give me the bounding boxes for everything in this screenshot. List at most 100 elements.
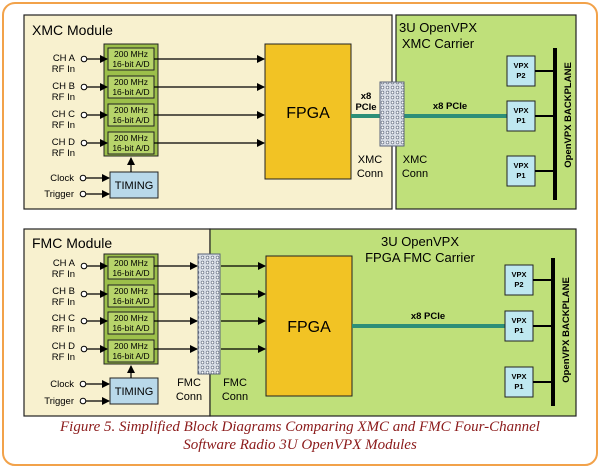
fmc-ch-c-name: CH C <box>52 313 75 324</box>
fmc-conn-right-2: Conn <box>222 391 248 403</box>
fmc-adc-d-line1: 200 MHz <box>114 341 148 351</box>
xmc-conn-right-1: XMC <box>403 154 428 166</box>
xmc-ch-b-name: CH B <box>52 81 75 92</box>
fmc-adc-d <box>107 339 155 363</box>
fmc-ch-a-name: CH A <box>53 258 76 269</box>
fmc-conn-left-1: FMC <box>177 377 201 389</box>
xmc-fpga-label: FPGA <box>286 105 330 122</box>
fmc-ch-b-name: CH B <box>52 286 75 297</box>
xmc-vpx-p1-box <box>506 100 536 132</box>
xmc-ch-d-sub: RF In <box>52 148 75 159</box>
figure-caption: Figure 5. Simplified Block Diagrams Comp… <box>0 418 600 454</box>
fmc-trigger-input-icon <box>79 397 87 405</box>
xmc-vpx-p1b-label: P1 <box>516 171 525 180</box>
xmc-ch-c-input-icon <box>80 111 88 119</box>
fmc-ch-d-input-icon <box>80 345 88 353</box>
fmc-adc-b-line1: 200 MHz <box>114 286 148 296</box>
xmc-pcie-label-left: PCIe <box>355 102 376 113</box>
fmc-vpx-p1-label: P1 <box>514 326 523 335</box>
fmc-adc-a-line2: 16-bit A/D <box>112 268 149 278</box>
xmc-conn-left-1: XMC <box>358 154 383 166</box>
fmc-pcie-label: x8 PCIe <box>411 311 445 322</box>
xmc-vpx-p2-top: VPX <box>513 61 528 70</box>
fmc-diagram: FMC Module 3U OpenVPX FPGA FMC Carrier C… <box>23 228 577 417</box>
fmc-adc-b-line2: 16-bit A/D <box>112 296 149 306</box>
xmc-ch-d-name: CH D <box>52 137 75 148</box>
fmc-adc-c <box>107 311 155 335</box>
xmc-vpx-p2-label: P2 <box>516 71 525 80</box>
xmc-ch-c-name: CH C <box>52 109 75 120</box>
fmc-ch-b-input-icon <box>80 290 88 298</box>
fmc-ch-b-sub: RF In <box>52 297 75 308</box>
xmc-ch-d-input-icon <box>80 139 88 147</box>
fmc-ch-d-name: CH D <box>52 341 75 352</box>
xmc-diagram: XMC Module 3U OpenVPX XMC Carrier CH A R… <box>23 14 577 210</box>
fmc-carrier-title-1: 3U OpenVPX <box>381 234 459 249</box>
xmc-carrier-title-2: XMC Carrier <box>402 36 475 51</box>
fmc-fpga-box <box>265 255 353 397</box>
fmc-timing-label: TIMING <box>115 386 154 398</box>
xmc-conn-left-2: Conn <box>357 168 383 180</box>
fmc-clock-label: Clock <box>50 379 74 390</box>
fmc-vpx-p1-top: VPX <box>511 316 526 325</box>
xmc-adc-a-line1: 200 MHz <box>114 49 148 59</box>
xmc-vpx-p1-label: P1 <box>516 116 525 125</box>
xmc-pcie-x8: x8 <box>361 91 372 102</box>
fmc-adc-c-line1: 200 MHz <box>114 313 148 323</box>
fmc-vpx-p1b-box <box>504 366 534 398</box>
xmc-adc-b-line1: 200 MHz <box>114 77 148 87</box>
fmc-adc-a-line1: 200 MHz <box>114 258 148 268</box>
xmc-adc-a-line2: 16-bit A/D <box>112 59 149 69</box>
fmc-connector-icon <box>197 253 221 375</box>
xmc-clock-label: Clock <box>50 173 74 184</box>
xmc-ch-a-sub: RF In <box>52 64 75 75</box>
fmc-timing-box <box>109 377 159 405</box>
fmc-ch-c-sub: RF In <box>52 324 75 335</box>
fmc-vpx-p2-label: P2 <box>514 280 523 289</box>
xmc-adc-c-line1: 200 MHz <box>114 105 148 115</box>
fmc-conn-right-1: FMC <box>223 377 247 389</box>
fmc-vpx-p2-box <box>504 264 534 296</box>
xmc-pcie-label: x8 PCIe <box>433 101 467 112</box>
xmc-vpx-p1b-top: VPX <box>513 161 528 170</box>
xmc-vpx-p1-top: VPX <box>513 106 528 115</box>
fmc-conn-left-2: Conn <box>176 391 202 403</box>
fmc-vpx-p2-top: VPX <box>511 270 526 279</box>
xmc-vpx-p1b-box <box>506 155 536 187</box>
fmc-ch-a-sub: RF In <box>52 269 75 280</box>
xmc-carrier-box <box>395 14 577 210</box>
fmc-adc-d-line2: 16-bit A/D <box>112 351 149 361</box>
xmc-timing-label: TIMING <box>115 180 154 192</box>
fmc-adc-b <box>107 284 155 308</box>
fmc-vpx-p1b-top: VPX <box>511 372 526 381</box>
xmc-ch-b-input-icon <box>80 83 88 91</box>
fmc-vpx-p1b-label: P1 <box>514 382 523 391</box>
xmc-adc-d-line1: 200 MHz <box>114 133 148 143</box>
xmc-ch-a-input-icon <box>80 55 88 63</box>
xmc-connector-icon <box>379 81 405 147</box>
xmc-ch-b-sub: RF In <box>52 92 75 103</box>
xmc-timing-box <box>109 171 159 199</box>
xmc-module-title: XMC Module <box>32 22 113 38</box>
fmc-fpga-label: FPGA <box>287 319 331 336</box>
fmc-adc-a <box>107 256 155 280</box>
xmc-backplane-label: OpenVPX BACKPLANE <box>563 62 574 168</box>
xmc-adc-c-line2: 16-bit A/D <box>112 115 149 125</box>
fmc-clock-input-icon <box>79 380 87 388</box>
xmc-adc-b-line2: 16-bit A/D <box>112 87 149 97</box>
fmc-ch-d-sub: RF In <box>52 352 75 363</box>
fmc-trigger-label: Trigger <box>44 396 74 407</box>
xmc-trigger-input-icon <box>79 190 87 198</box>
xmc-clock-input-icon <box>79 174 87 182</box>
xmc-carrier-title-1: 3U OpenVPX <box>399 20 477 35</box>
caption-line-2: Software Radio 3U OpenVPX Modules <box>183 437 417 453</box>
xmc-conn-right-2: Conn <box>402 168 428 180</box>
xmc-ch-c-sub: RF In <box>52 120 75 131</box>
fmc-adc-c-line2: 16-bit A/D <box>112 323 149 333</box>
xmc-ch-a-name: CH A <box>53 53 76 64</box>
fmc-backplane-label: OpenVPX BACKPLANE <box>561 277 572 383</box>
caption-line-1: Figure 5. Simplified Block Diagrams Comp… <box>60 419 540 435</box>
fmc-module-title: FMC Module <box>32 235 112 251</box>
